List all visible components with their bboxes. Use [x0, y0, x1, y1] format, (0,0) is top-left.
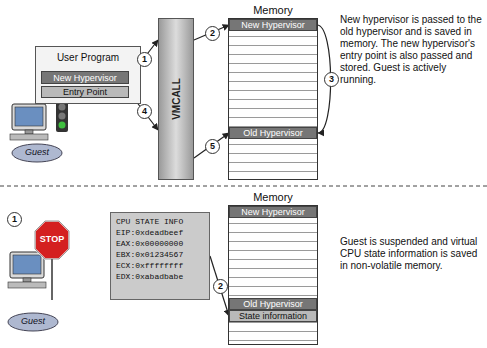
node-text: User Program	[36, 52, 140, 63]
callout-number: 2	[213, 279, 228, 294]
callout-number: 1	[137, 52, 152, 67]
program-box: User ProgramNew HypervisorEntry Point	[35, 46, 141, 104]
memory-column: MemoryNew HypervisorOld Hypervisor	[228, 18, 318, 180]
arrow-connector	[194, 25, 229, 40]
node-text: ECX:0xffffffff	[116, 260, 204, 271]
keyboard	[8, 282, 46, 288]
memory-block: New Hypervisor	[229, 206, 317, 218]
node-text: EDX:0xabadbabe	[116, 271, 204, 282]
node-text: State information	[239, 311, 307, 321]
arrow-connector	[194, 133, 229, 158]
screen	[15, 107, 43, 126]
memory-column: MemoryNew HypervisorOld HypervisorState …	[228, 205, 318, 345]
stop-sign	[35, 221, 69, 259]
memory-block: Old Hypervisor	[229, 298, 317, 310]
vmcall-bar: VMCALL	[158, 18, 194, 180]
callout-number: 2	[205, 26, 220, 41]
code-bar: Entry Point	[41, 86, 129, 98]
stop-sign-outline	[35, 221, 69, 259]
code-bar: New Hypervisor	[41, 71, 129, 84]
description-text: New hypervisor is passed to the old hype…	[340, 14, 482, 86]
arrow-connector	[210, 256, 229, 316]
callout-number: 5	[205, 139, 220, 154]
guest-label: Guest	[8, 316, 58, 326]
guest-ellipse	[12, 144, 62, 162]
computer-icon	[10, 104, 48, 140]
node-text: New Hypervisor	[241, 20, 305, 30]
node-text: EBX:0x01234567	[116, 249, 204, 260]
guest-ellipse	[8, 313, 58, 331]
monitor	[12, 104, 46, 130]
monitor-stand	[23, 278, 31, 282]
node-text: EAX:0x00000000	[116, 238, 204, 249]
node-text: Memory	[229, 191, 317, 203]
node-text: Old Hypervisor	[243, 299, 303, 309]
callout-number: 4	[137, 104, 152, 119]
node-text: New Hypervisor	[241, 207, 305, 217]
stop-sign-pole	[51, 259, 53, 300]
light-green	[59, 122, 66, 129]
callout-number: 3	[324, 72, 339, 87]
traffic-light-icon	[56, 100, 68, 132]
computer-icon	[8, 252, 46, 288]
keyboard	[10, 134, 48, 140]
traffic-light-body	[56, 100, 68, 132]
node-text: Entry Point	[63, 87, 107, 97]
light-amber	[59, 113, 66, 120]
cpu-state-box: CPU STATE INFOEIP:0xdeadbeefEAX:0x000000…	[110, 212, 210, 300]
separator-line	[0, 186, 487, 187]
light-red	[59, 104, 66, 111]
guest-label: Guest	[12, 147, 62, 157]
node-text: EIP:0xdeadbeef	[116, 227, 204, 238]
screen	[13, 255, 41, 274]
memory-block: Old Hypervisor	[229, 127, 317, 139]
monitor	[10, 252, 44, 278]
node-text: Old Hypervisor	[243, 128, 303, 138]
monitor-stand	[25, 130, 33, 134]
memory-block: State information	[229, 310, 317, 322]
memory-block: New Hypervisor	[229, 19, 317, 31]
node-text: New Hypervisor	[53, 73, 117, 83]
node-text: CPU STATE INFO	[116, 216, 204, 227]
node-text: VMCALL	[171, 78, 182, 120]
node-text: Memory	[229, 4, 317, 16]
description-text: Guest is suspended and virtual CPU state…	[340, 236, 482, 272]
callout-number: 1	[7, 212, 22, 227]
stop-text: STOP	[35, 234, 69, 244]
